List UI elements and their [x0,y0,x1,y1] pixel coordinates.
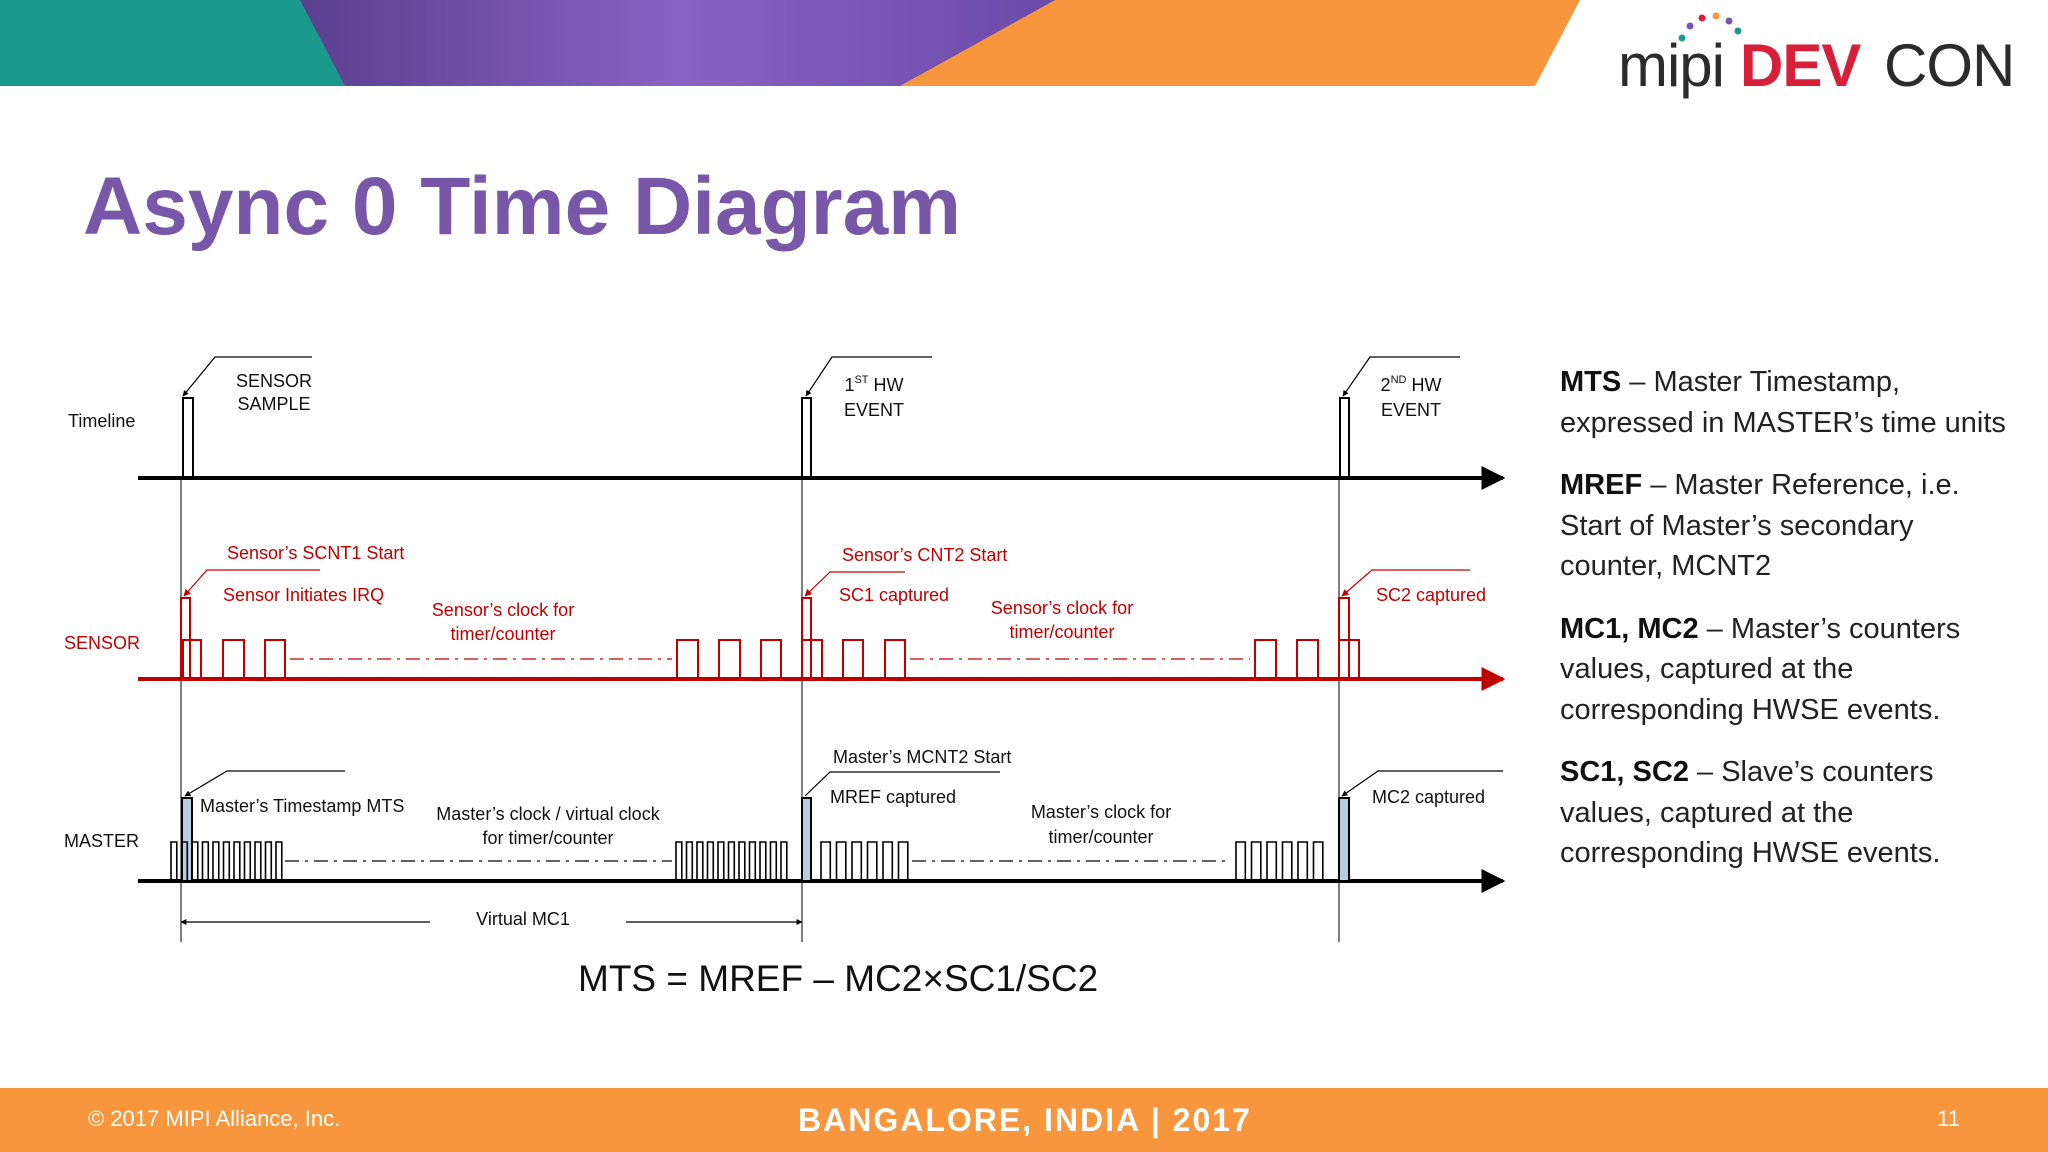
definitions-list: MTS – Master Timestamp, expressed in MAS… [1560,362,2020,896]
master-callouts [184,770,1503,797]
logo-con: CON [1884,32,2015,99]
logo-dots-icon [1678,12,1742,42]
timeline-callouts [182,356,1460,397]
copyright-text: © 2017 MIPI Alliance, Inc. [88,1106,341,1131]
row-label-sensor: SENSOR [64,633,140,653]
sensor-scnt1-start: Sensor’s SCNT1 Start [227,543,404,563]
sensor-cnt2-start: Sensor’s CNT2 Start [842,545,1007,565]
sensor-clock-label-2a: Sensor’s clock for [991,598,1133,618]
master-clock-label-1a: Master’s clock / virtual clock [436,804,660,824]
master-timestamp-mts: Master’s Timestamp MTS [200,796,404,816]
sensor-clock-pulses [180,597,1360,679]
sensor-clock-label-1b: timer/counter [450,624,555,644]
master-mc2-captured: MC2 captured [1372,787,1485,807]
footer-bar: © 2017 MIPI Alliance, Inc. BANGALORE, IN… [0,1088,2048,1152]
timeline-pulses [182,397,1350,478]
master-clock-label-2b: timer/counter [1048,827,1153,847]
slide-title: Async 0 Time Diagram [83,161,962,252]
header-banner [0,0,2048,86]
master-clock-label-2a: Master’s clock for [1031,802,1171,822]
mipi-devcon-logo: mipi DEV CON [1612,12,2015,102]
slide-number: 11 [1937,1106,1960,1131]
logo-dev: DEV [1740,32,1861,99]
definition-mts: MTS – Master Timestamp, expressed in MAS… [1560,366,2006,439]
sensor-sc2-captured: SC2 captured [1376,585,1486,605]
master-clock-label-1b: for timer/counter [482,828,613,848]
definition-mc: MC1, MC2 – Master’s counters values, cap… [1560,612,1961,726]
virtual-mc1-label: Virtual MC1 [476,909,570,929]
sensor-clock-label-1a: Sensor’s clock for [432,600,574,620]
master-mcnt2-start: Master’s MCNT2 Start [833,747,1011,767]
sensor-initiates-irq: Sensor Initiates IRQ [223,585,384,605]
master-mref-captured: MREF captured [830,787,956,807]
sensor-clock-label-2b: timer/counter [1009,622,1114,642]
sensor-sample-label-1: SENSOR [236,371,312,391]
sensor-callouts [183,569,1470,597]
master-clock-pulses [170,841,1324,881]
definition-mref: MREF – Master Reference, i.e. Start of M… [1560,469,1960,582]
sensor-sc1-captured: SC1 captured [839,585,949,605]
mts-formula: MTS = MREF – MC2×SC1/SC2 [578,958,1099,999]
event-name: BANGALORE, INDIA | 2017 [798,1102,1252,1138]
master-capture-pulses [181,797,1350,882]
hw-event-2-label-2: EVENT [1381,400,1441,420]
time-diagram: Timeline SENSOR MASTER SENSOR SAMPLE 1ST… [64,356,1506,942]
row-label-master: MASTER [64,831,139,851]
logo-mipi: mipi [1618,32,1725,99]
sensor-sample-label-2: SAMPLE [237,394,310,414]
definition-sc: SC1, SC2 – Slave’s counters values, capt… [1560,756,1941,869]
row-label-timeline: Timeline [68,411,135,431]
hw-event-1-label-2: EVENT [844,400,904,420]
